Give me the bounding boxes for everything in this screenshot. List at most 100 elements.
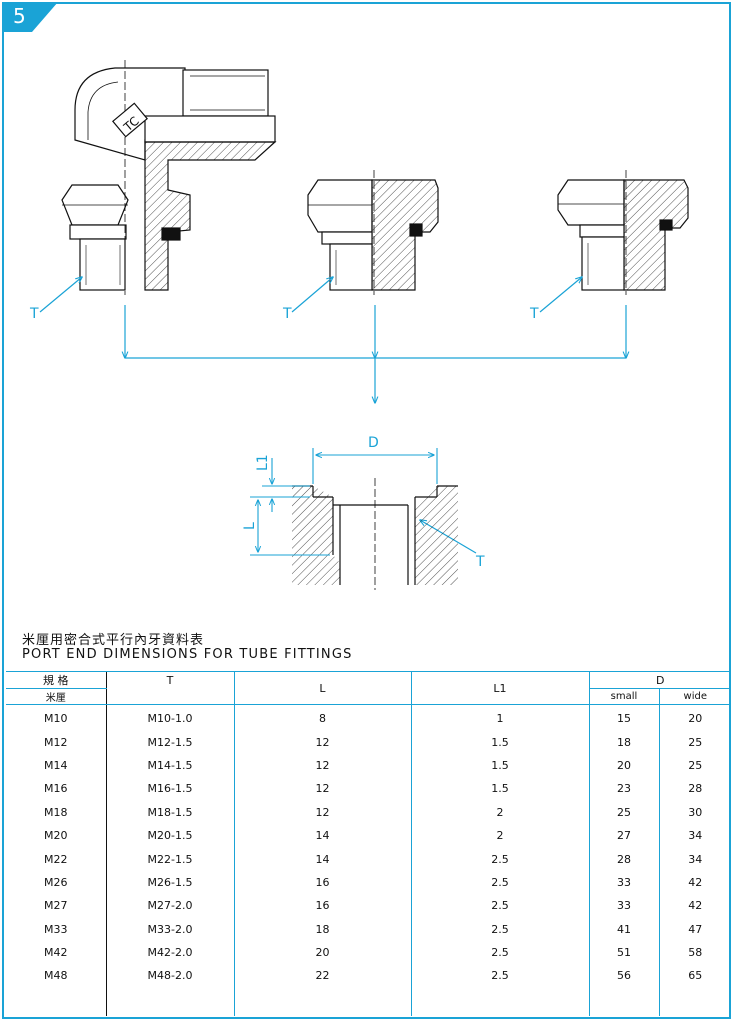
cell-l: 12 <box>233 753 411 778</box>
cell-l: 16 <box>233 870 411 895</box>
cell-spec: M26 <box>44 875 68 889</box>
t-label-1: T <box>29 306 39 322</box>
header-spec-top: 規 格 <box>6 671 106 689</box>
t-label-4: T <box>475 554 485 570</box>
cell-spec: M14 <box>44 758 68 772</box>
cell-l: 16 <box>233 894 411 918</box>
cell-l: 18 <box>233 917 411 941</box>
cell-l1: 1.5 <box>410 777 589 801</box>
table-filler <box>6 988 106 1016</box>
cell-d-wide: 34 <box>658 823 732 848</box>
cell-l: 8 <box>233 704 411 731</box>
cell-l: 12 <box>233 777 411 801</box>
cell-spec: M10 <box>44 712 68 726</box>
cell-d-wide: 28 <box>658 777 732 801</box>
t-label-3: T <box>529 306 539 322</box>
header-l1: L1 <box>410 671 589 705</box>
header-l: L <box>233 671 411 705</box>
cell-thread: M33-2.0 <box>105 917 234 941</box>
port-plug-small <box>557 170 689 295</box>
t-label-2: T <box>282 306 292 322</box>
cell-d-wide: 42 <box>658 870 732 895</box>
l-label: L <box>242 522 258 530</box>
cell-spec: M42 <box>44 946 68 960</box>
cell-l1: 1.5 <box>410 753 589 778</box>
cell-l1: 2.5 <box>410 964 589 988</box>
cell-thread: M42-2.0 <box>105 940 234 965</box>
cell-thread: M12-1.5 <box>105 730 234 754</box>
cell-d-wide: 58 <box>658 940 732 965</box>
d-label: D <box>368 435 379 451</box>
cell-l: 12 <box>233 730 411 754</box>
cell-d-small: 25 <box>588 800 659 824</box>
header-d: D <box>588 671 732 689</box>
cell-thread: M14-1.5 <box>105 753 234 778</box>
cell-d-small: 18 <box>588 730 659 754</box>
cell-d-wide: 42 <box>658 894 732 918</box>
cell-l: 20 <box>233 940 411 965</box>
technical-drawing: TC T T T T <box>29 60 689 590</box>
cell-l: 14 <box>233 847 411 871</box>
cell-d-small: 41 <box>588 917 659 941</box>
cell-thread: M48-2.0 <box>105 964 234 988</box>
header-spec-bottom: 米厘 <box>6 688 106 705</box>
cell-l: 14 <box>233 823 411 848</box>
cell-l1: 2.5 <box>410 917 589 941</box>
cell-d-small: 28 <box>588 847 659 871</box>
table-title-zh: 米厘用密合式平行內牙資料表 <box>22 633 205 648</box>
table-filler <box>658 987 732 1016</box>
cell-d-wide: 47 <box>658 917 732 941</box>
cell-thread: M16-1.5 <box>105 777 234 801</box>
cell-d-wide: 20 <box>658 704 732 731</box>
cell-spec: M22 <box>44 852 68 866</box>
page-number: 5 <box>13 4 26 28</box>
cell-l1: 2.5 <box>410 847 589 871</box>
elbow-fitting <box>61 60 277 295</box>
cell-spec: M16 <box>44 782 68 796</box>
cell-d-small: 15 <box>588 704 659 731</box>
cell-d-small: 33 <box>588 870 659 895</box>
cell-l1: 2.5 <box>410 940 589 965</box>
header-d-small: small <box>588 688 659 705</box>
cell-d-small: 56 <box>588 964 659 988</box>
table-filler <box>410 987 589 1016</box>
cell-l1: 2.5 <box>410 894 589 918</box>
cell-d-wide: 34 <box>658 847 732 871</box>
table-filler <box>105 987 234 1016</box>
table-title-en: PORT END DIMENSIONS FOR TUBE FITTINGS <box>22 647 353 662</box>
cell-spec: M33 <box>44 922 68 936</box>
table-filler <box>588 987 659 1016</box>
header-d-wide: wide <box>658 688 732 705</box>
cell-d-small: 33 <box>588 894 659 918</box>
cell-d-wide: 25 <box>658 730 732 754</box>
page-tab-shape <box>2 2 58 32</box>
cell-l1: 2 <box>410 823 589 848</box>
cell-thread: M22-1.5 <box>105 847 234 871</box>
cell-l1: 2.5 <box>410 870 589 895</box>
port-plug-wide <box>307 170 439 295</box>
cell-l: 22 <box>233 964 411 988</box>
l1-label: L1 <box>255 454 271 471</box>
cell-thread: M18-1.5 <box>105 800 234 824</box>
cell-l: 12 <box>233 800 411 824</box>
cell-l1: 1.5 <box>410 730 589 754</box>
cell-d-small: 20 <box>588 753 659 778</box>
cell-l1: 1 <box>410 704 589 731</box>
port-section: D L L1 <box>242 435 458 590</box>
header-t: T <box>105 671 234 689</box>
cell-thread: M10-1.0 <box>105 704 234 731</box>
cell-d-wide: 25 <box>658 753 732 778</box>
header-t-sub <box>105 688 234 705</box>
